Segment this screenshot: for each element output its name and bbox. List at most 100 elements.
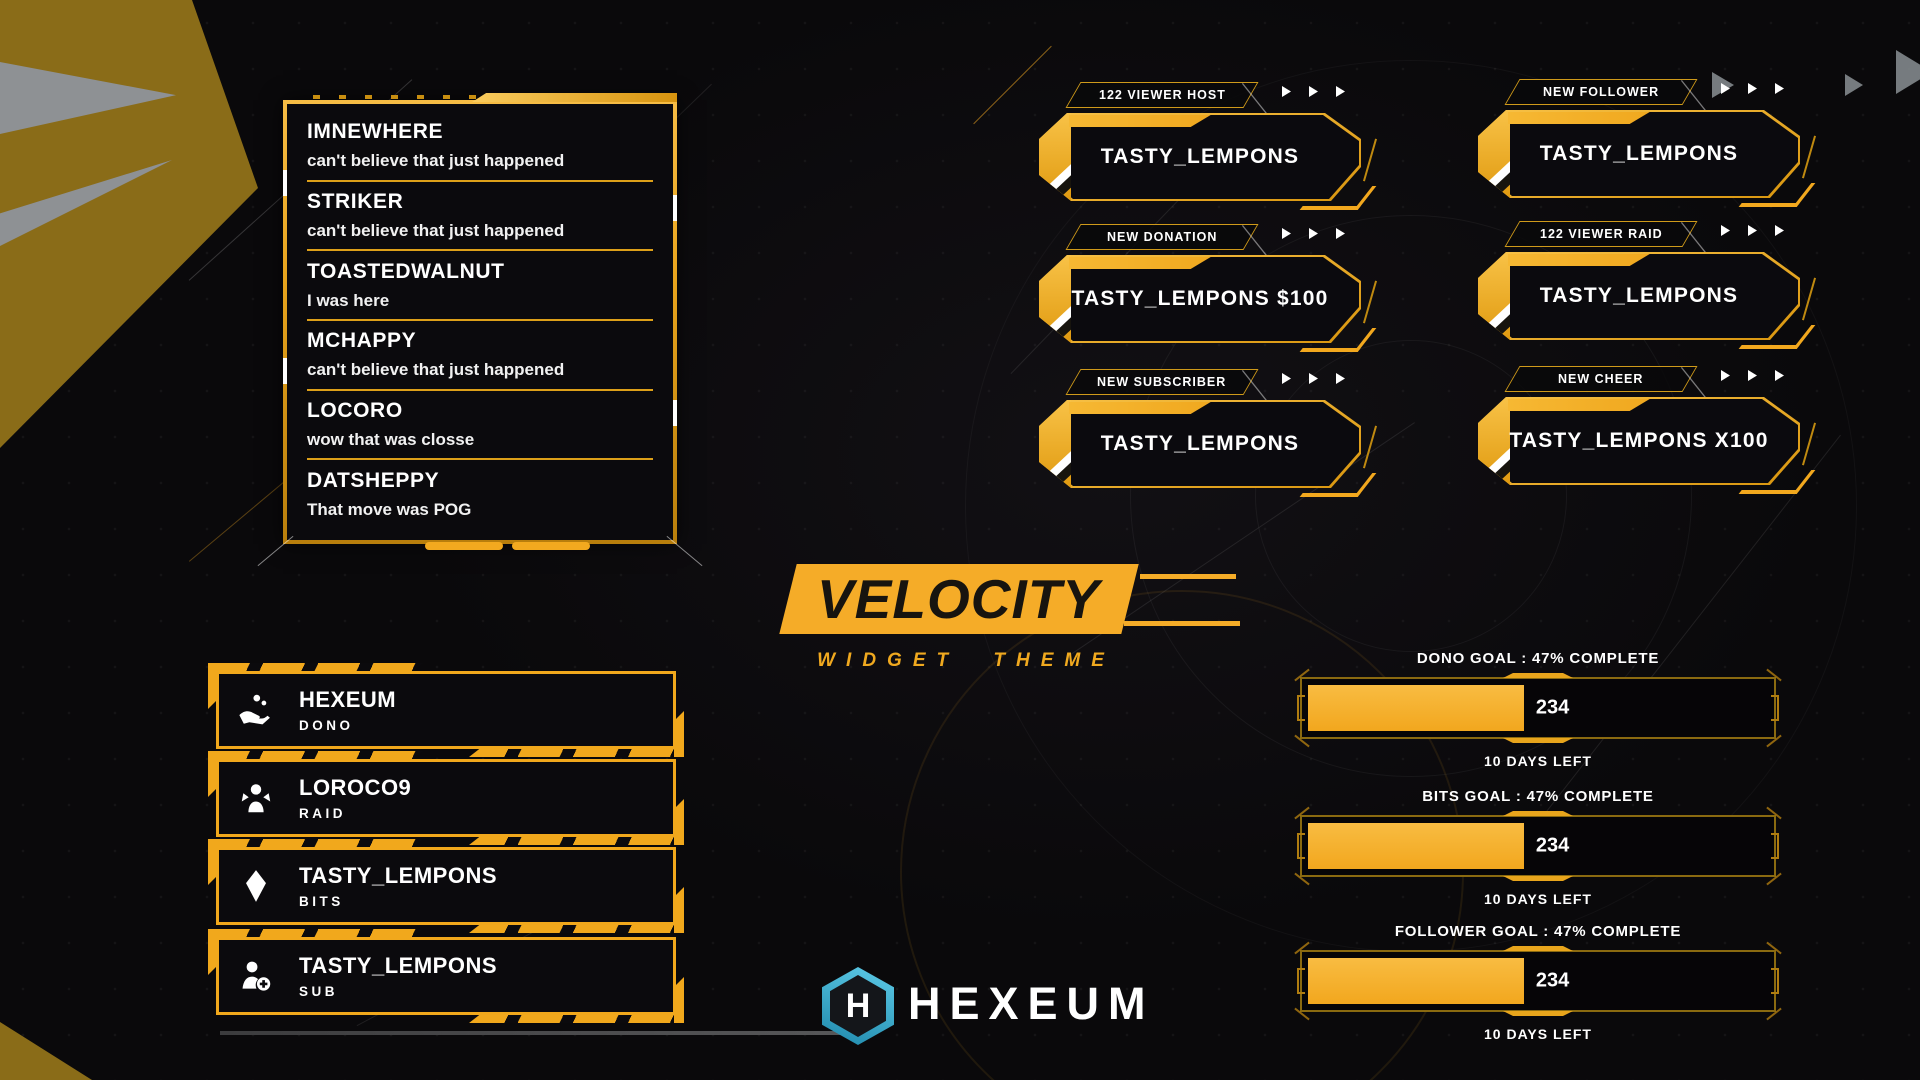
alert-top-accent <box>1508 254 1650 266</box>
chat-message: TOASTEDWALNUT I was here <box>307 251 653 322</box>
alert-box-new-subscriber: NEW SUBSCRIBER TASTY_LEMPONS <box>1039 369 1378 491</box>
alert-label: NEW CHEER <box>1558 372 1644 386</box>
event-username: LOROCO9 <box>299 775 412 800</box>
triple-arrow-icon <box>1282 86 1345 97</box>
velocity-accent-line <box>1140 574 1236 579</box>
alert-username: TASTY_LEMPONS <box>1539 284 1739 307</box>
event-item-raid: LOROCO9 RAID <box>216 759 684 845</box>
widget-theme-subtitle: WIDGET THEME <box>817 650 1115 671</box>
event-username: TASTY_LEMPONS <box>299 953 498 978</box>
hexeum-monogram: H <box>830 975 886 1037</box>
goal-progress-fill <box>1308 958 1525 1004</box>
triple-arrow-icon <box>1282 373 1345 384</box>
triple-arrow-icon <box>1721 83 1784 94</box>
chat-text: can't believe that just happened <box>307 151 565 171</box>
goal-days-left: 10 DAYS LEFT <box>1484 891 1592 907</box>
chat-box-widget: IMNEWHERE can't believe that just happen… <box>257 93 703 567</box>
alert-box-new-cheer: NEW CHEER TASTY_LEMPONS X100 <box>1478 366 1817 488</box>
alert-top-accent <box>1069 402 1211 414</box>
alert-body: TASTY_LEMPONS X100 <box>1478 397 1800 485</box>
chat-frame-dash <box>673 195 677 221</box>
alert-label: NEW FOLLOWER <box>1542 85 1660 99</box>
goal-value: 234 <box>1535 696 1570 719</box>
chat-message: STRIKER can't believe that just happened <box>307 182 653 252</box>
goal-progress-fill <box>1308 823 1525 869</box>
chat-text: That move was POG <box>307 499 472 519</box>
alert-body: TASTY_LEMPONS $100 <box>1039 255 1361 343</box>
goal-progress-bar: 234 <box>1294 806 1782 886</box>
goal-title: DONO GOAL : 47% COMPLETE <box>1416 650 1660 667</box>
chat-text: can't believe that just happened <box>307 360 565 380</box>
alert-top-accent <box>1508 399 1650 411</box>
alert-label-tab: NEW FOLLOWER <box>1504 79 1698 105</box>
velocity-title: VELOCITY <box>817 568 1101 630</box>
alert-username: TASTY_LEMPONS <box>1100 432 1300 455</box>
alert-box-new-donation: NEW DONATION TASTY_LEMPONS $100 <box>1039 224 1378 346</box>
alert-top-accent <box>1069 115 1211 127</box>
alert-username: TASTY_LEMPONS <box>1539 142 1739 165</box>
event-type: RAID <box>299 806 346 821</box>
alert-username: TASTY_LEMPONS <box>1100 145 1300 168</box>
triple-arrow-icon <box>1282 228 1345 239</box>
alert-top-accent <box>1069 257 1211 269</box>
donation-hand-icon <box>237 691 275 729</box>
subscriber-add-icon <box>237 957 275 995</box>
chat-username: IMNEWHERE <box>307 120 444 144</box>
event-type: DONO <box>299 718 354 733</box>
alert-label: 122 VIEWER RAID <box>1539 227 1663 241</box>
goal-progress-fill <box>1308 685 1525 731</box>
chat-frame-dash <box>283 358 287 384</box>
bits-gem-icon <box>237 867 275 905</box>
triple-arrow-icon <box>1721 370 1784 381</box>
alert-label-tab: NEW DONATION <box>1065 224 1259 250</box>
goal-days-left: 10 DAYS LEFT <box>1484 753 1592 769</box>
raid-people-icon <box>237 779 275 817</box>
alert-label-tab: NEW CHEER <box>1504 366 1698 392</box>
chat-frame-tick-marks <box>313 95 493 99</box>
velocity-accent-line <box>1124 621 1240 626</box>
alert-label-tab: 122 VIEWER RAID <box>1504 221 1698 247</box>
alert-label: NEW SUBSCRIBER <box>1097 375 1227 389</box>
alert-label: 122 VIEWER HOST <box>1098 88 1226 102</box>
alert-body: TASTY_LEMPONS <box>1478 110 1800 198</box>
goal-days-left: 10 DAYS LEFT <box>1484 1026 1592 1042</box>
chat-username: STRIKER <box>307 190 404 213</box>
chat-message: MCHAPPY can't believe that just happened <box>307 321 653 391</box>
chat-message-list: IMNEWHERE can't believe that just happen… <box>287 104 673 540</box>
alert-body: TASTY_LEMPONS <box>1039 400 1361 488</box>
alert-body: TASTY_LEMPONS <box>1039 113 1361 201</box>
triple-arrow-icon <box>1721 225 1784 236</box>
chat-frame-bottom-accent <box>424 542 503 550</box>
event-item-dono: HEXEUM DONO <box>216 671 684 757</box>
alert-label-tab: NEW SUBSCRIBER <box>1065 369 1259 395</box>
background-circle <box>1255 340 1567 652</box>
goal-widget-dono: DONO GOAL : 47% COMPLETE 234 10 DAYS LEF… <box>1294 650 1782 769</box>
goal-progress-bar: 234 <box>1294 668 1782 748</box>
event-username: HEXEUM <box>299 687 397 712</box>
chat-text: I was here <box>307 290 390 310</box>
alert-box-viewer-host: 122 VIEWER HOST TASTY_LEMPONS <box>1039 82 1378 204</box>
event-type: SUB <box>299 984 339 999</box>
goal-widget-bits: BITS GOAL : 47% COMPLETE 234 10 DAYS LEF… <box>1294 788 1782 907</box>
velocity-badge: VELOCITY <box>779 564 1139 634</box>
chat-frame-bottom-accent <box>511 542 590 550</box>
chat-username: MCHAPPY <box>307 329 417 353</box>
chat-frame-dash <box>673 400 677 426</box>
alert-label: NEW DONATION <box>1106 230 1218 244</box>
chat-message: IMNEWHERE can't believe that just happen… <box>307 112 653 182</box>
chat-username: DATSHEPPY <box>307 468 440 492</box>
alert-box-new-follower: NEW FOLLOWER TASTY_LEMPONS <box>1478 79 1817 201</box>
alert-top-accent <box>1508 112 1650 124</box>
goal-title: BITS GOAL : 47% COMPLETE <box>1422 788 1654 805</box>
goal-title: FOLLOWER GOAL : 47% COMPLETE <box>1394 923 1682 940</box>
goal-value: 234 <box>1535 969 1570 992</box>
brand-name: HEXEUM <box>908 978 1155 1029</box>
chat-frame-top-accent <box>472 93 677 102</box>
event-type: BITS <box>299 894 344 909</box>
event-item-sub: TASTY_LEMPONS SUB <box>216 937 684 1023</box>
chat-message: LOCORO wow that was closse <box>307 391 653 461</box>
chat-text: wow that was closse <box>307 430 475 450</box>
velocity-logo: VELOCITY WIDGET THEME <box>779 564 1240 671</box>
goal-progress-bar: 234 <box>1294 941 1782 1021</box>
